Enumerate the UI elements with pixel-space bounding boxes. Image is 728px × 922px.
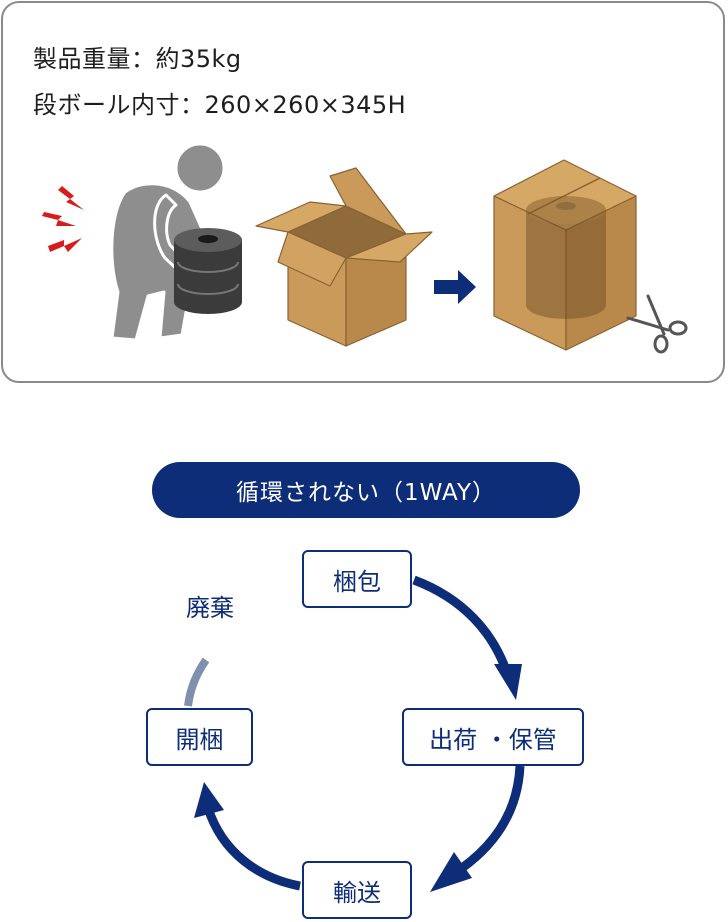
node-shipping-storage: 出荷 ・保管 xyxy=(402,708,584,766)
open-box-icon xyxy=(255,167,433,347)
arc-transport-to-unpacking xyxy=(203,806,301,891)
arc-unpacking-to-disposal xyxy=(184,657,210,707)
box-inner-dimensions: 段ボール内寸：260×260×345H xyxy=(33,91,407,119)
arc-packing-to-shipping xyxy=(412,575,513,678)
cycle-title: 循環されない（1WAY） xyxy=(152,462,580,518)
arrowhead-unpacking xyxy=(194,782,224,818)
node-packing: 梱包 xyxy=(302,550,412,608)
arrowhead-transport xyxy=(430,852,472,892)
cable-reel-icon xyxy=(174,228,242,314)
sealed-box-icon xyxy=(493,159,637,351)
product-weight: 製品重量：約35kg xyxy=(33,45,242,73)
arrowhead-shipping xyxy=(494,664,522,700)
node-transport: 輸送 xyxy=(302,861,412,919)
cycle-arrows xyxy=(184,575,525,892)
arc-shipping-to-transport xyxy=(459,765,525,872)
scissors-icon xyxy=(626,294,688,354)
node-disposal: 廃棄 xyxy=(186,594,234,622)
right-arrow-icon xyxy=(434,270,476,304)
node-unpacking: 開梱 xyxy=(146,708,253,766)
pain-lightning-icon xyxy=(42,186,84,252)
